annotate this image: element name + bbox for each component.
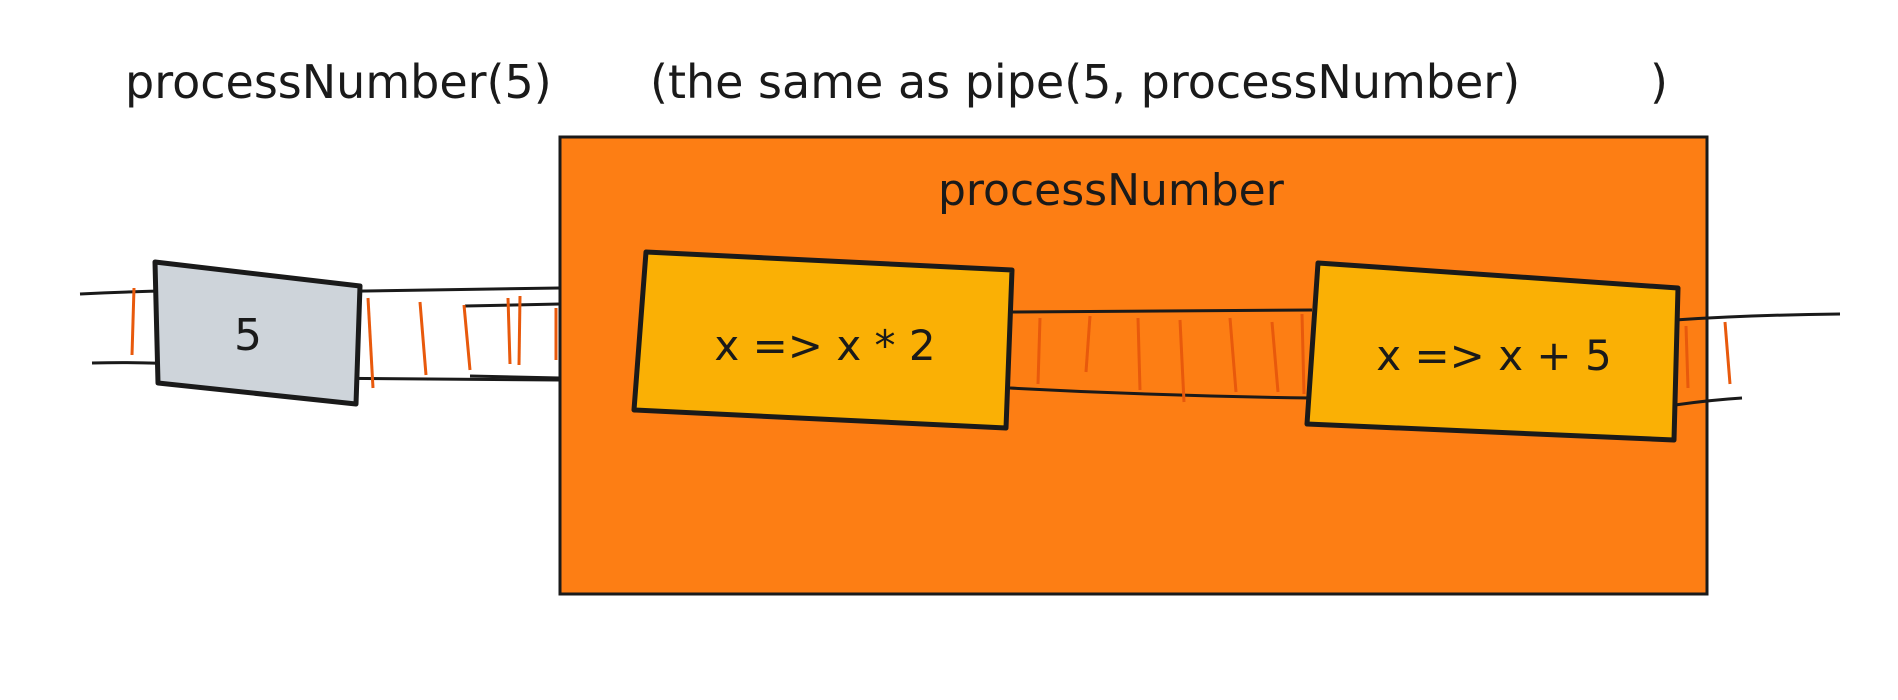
input-value-box: [152, 259, 363, 407]
call-label: processNumber(5): [125, 55, 552, 109]
process-number-box-label: processNumber: [938, 165, 1285, 216]
note-close-paren: ): [1650, 55, 1668, 109]
note-label: (the same as pipe(5, processNumber): [650, 55, 1520, 109]
connector-tube: [1009, 308, 1313, 403]
step-double-label: x => x * 2: [714, 321, 935, 370]
input-value: 5: [234, 310, 262, 361]
output-tube: [1674, 312, 1841, 407]
step-double-box: [631, 249, 1015, 431]
step-add-five-label: x => x + 5: [1376, 331, 1611, 380]
step-add-five-box: [1304, 260, 1681, 443]
